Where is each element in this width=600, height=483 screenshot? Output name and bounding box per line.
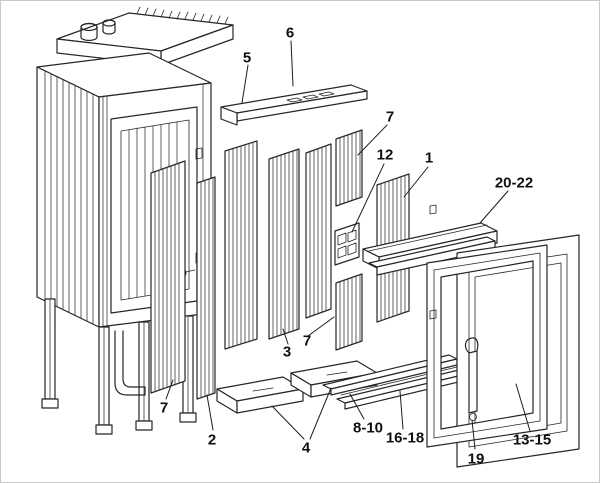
slotted-block-12: [334, 222, 360, 266]
callout-20-22: 20-22: [494, 174, 534, 192]
leader-3: [282, 328, 289, 345]
callout-4: 4: [301, 439, 311, 457]
leader-20-22: [479, 190, 509, 224]
door-handle-19: [464, 337, 479, 421]
door-panel-13-15: [456, 234, 580, 468]
flue-stubs: [80, 19, 116, 42]
panel-7-left: [150, 160, 186, 394]
leader-6: [290, 40, 294, 87]
panel-7-bottom: [335, 273, 363, 351]
callout-16-18: 16-18: [385, 429, 425, 447]
panel-3: [268, 148, 300, 340]
callout-8-10: 8-10: [352, 419, 384, 437]
callout-6: 6: [285, 24, 295, 42]
leader-16-18: [399, 390, 404, 430]
leader-2: [206, 394, 214, 431]
leader-12: [351, 163, 385, 233]
leader-13-15: [515, 383, 531, 432]
panel-2: [196, 176, 216, 400]
door-frame-front: [426, 204, 548, 448]
panel-7-top: [335, 129, 363, 207]
leader-1: [403, 166, 429, 198]
leader-lines: [165, 40, 531, 450]
leader-4: [271, 387, 332, 440]
rail-end-tab-5: [220, 106, 238, 126]
callout-2: 2: [207, 431, 217, 449]
callout-19: 19: [467, 450, 485, 468]
callout-7-mid: 7: [302, 332, 312, 350]
callout-7-left: 7: [159, 399, 169, 417]
leader-7-top: [357, 124, 388, 156]
callout-1: 1: [424, 149, 434, 167]
panel-inner-b: [305, 143, 332, 319]
firebox-opening: [120, 119, 190, 301]
leader-8-10: [349, 393, 365, 420]
trim-20-22: [362, 222, 498, 276]
callout-7-top: 7: [385, 108, 395, 126]
panel-inner-a: [224, 140, 258, 350]
callout-12: 12: [376, 146, 394, 164]
leader-7-mid: [307, 316, 335, 337]
callout-5: 5: [242, 49, 252, 67]
callout-13-15: 13-15: [512, 431, 552, 449]
callout-3: 3: [282, 343, 292, 361]
leader-5: [241, 64, 249, 104]
top-rail-5-6: [220, 84, 368, 126]
rail-slots: [286, 91, 335, 103]
frame-hinge-slots: [429, 204, 437, 320]
leader-19: [471, 419, 476, 450]
leader-7-left: [165, 379, 174, 400]
unit-legs: [41, 298, 197, 435]
